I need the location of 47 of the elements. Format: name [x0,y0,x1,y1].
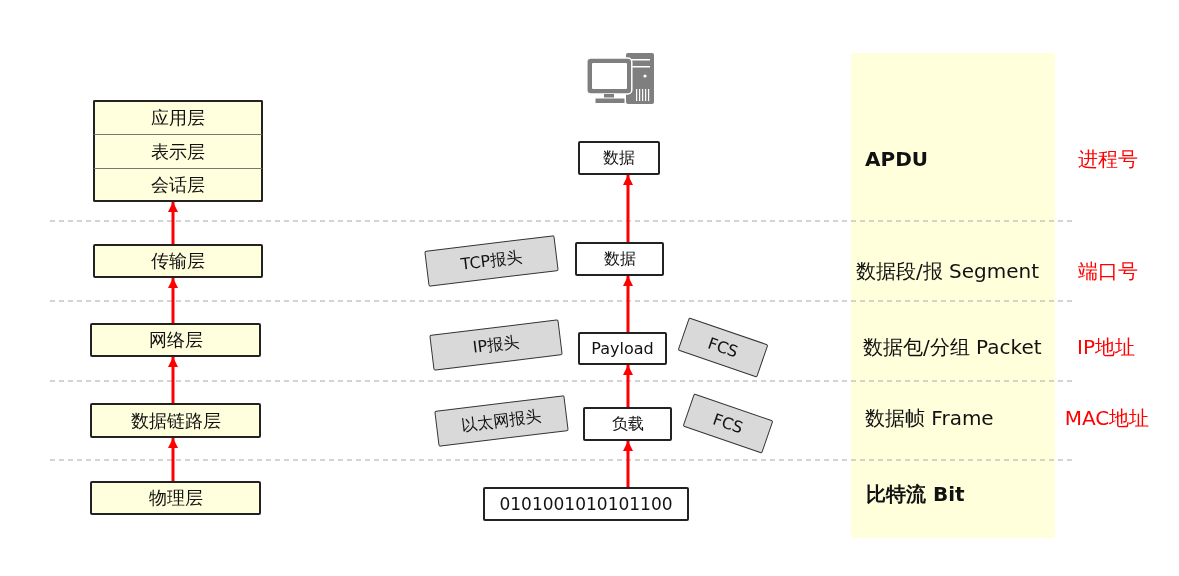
data-box [578,141,660,175]
arrow [168,202,178,244]
data-label: 数据 [603,248,636,270]
bitstream-label: 0101001010101100 [499,494,673,514]
layer-name: 物理层 [148,486,203,510]
pdu-name: 数据帧 Frame [865,404,994,432]
data-label: 负载 [611,413,644,435]
pdu-name: APDU [865,147,928,171]
layer-name: 传输层 [151,249,205,273]
layer-name: 应用层 [151,106,205,130]
data-label: 数据 [603,147,635,169]
layer-name: 会话层 [151,172,205,197]
arrow [623,365,633,407]
address-label: MAC地址 [1064,404,1150,432]
layer-box [90,403,261,438]
arrow [168,278,178,323]
pdu-name: 数据包/分组 Packet [863,333,1042,361]
pdu-name: 比特流 Bit [866,480,965,508]
data-label: Payload [591,339,654,358]
layer-box [90,323,261,357]
pdu-band [851,53,1055,538]
header-label: IP报头 [471,331,521,359]
trailer-label: FCS [705,333,741,361]
header-label: TCP报头 [459,246,523,276]
arrow [168,357,178,403]
pdu-name: 数据段/报 Segment [856,257,1040,285]
layer-box [93,244,263,278]
arrow [168,438,178,481]
layer-name: 表示层 [151,139,205,164]
data-box [578,332,667,365]
arrow [623,441,633,487]
layer-box [93,168,263,202]
bitstream-box [483,487,689,521]
address-label: 端口号 [1078,257,1138,285]
arrow [623,175,633,242]
address-label: 进程号 [1078,145,1138,173]
data-box [583,407,672,441]
arrow [623,276,633,332]
layer-box [93,100,263,134]
layer-box [93,134,263,168]
layer-name: 网络层 [148,328,203,352]
layer-name: 数据链路层 [130,408,221,433]
data-box [575,242,664,276]
header-label: 以太网报头 [460,405,542,437]
trailer-label: FCS [710,409,746,437]
layer-box [90,481,261,515]
address-label: IP地址 [1077,333,1135,361]
